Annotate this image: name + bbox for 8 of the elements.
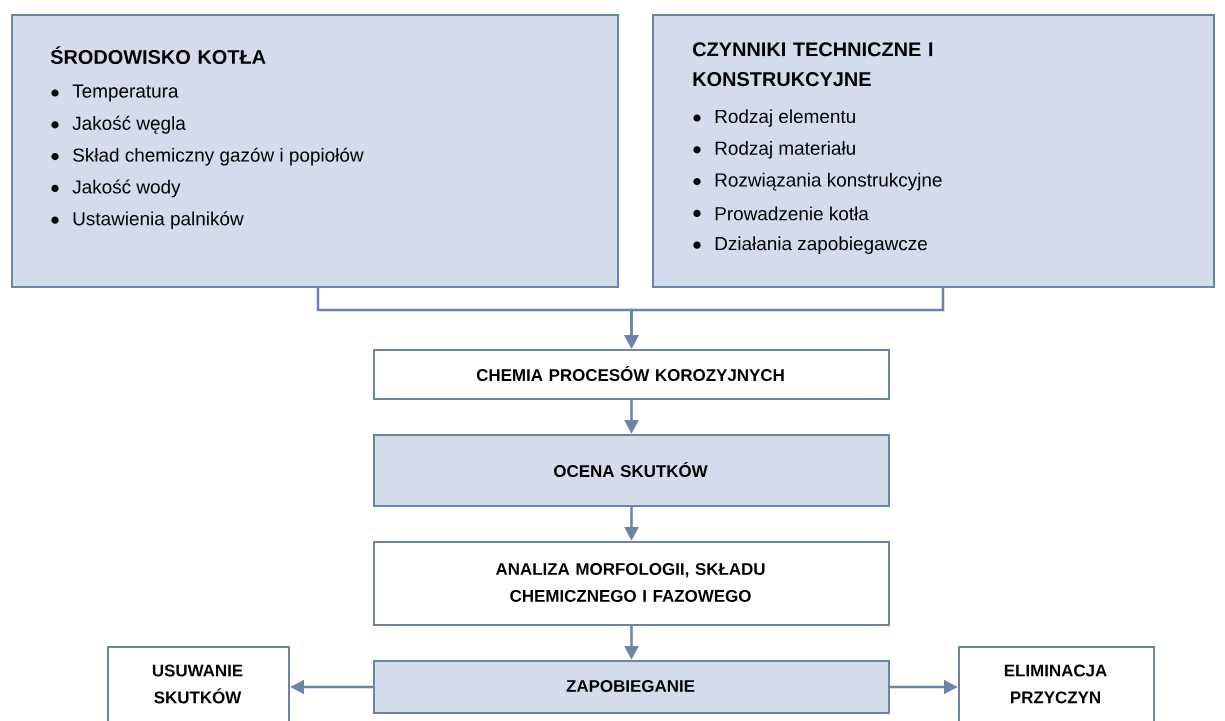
process-box: ANALIZA MORFOLOGII, SKŁADU CHEMICZNEGO I FAZOWEGO <box>373 541 890 626</box>
process-box: OCENA SKUTKÓW <box>373 434 890 507</box>
process-box: CHEMIA PROCESÓW KOROZYJNYCH <box>373 349 890 400</box>
outcome-box: ELIMINACJA PRZYCZYN <box>958 646 1155 721</box>
factor-box: CZYNNIKI TECHNICZNE I KONSTRUKCYJNE Rodzaj elementu Rodzaj materiału Rozwiązania konstrukcyjne Prowadzenie kotła Działania zapobiegawcze <box>652 14 1215 288</box>
factor-box: ŚRODOWISKO KOTŁA Temperatura Jakość węgla Skład chemiczny gazów i popiołów Jakość wody Ustawienia palników <box>11 14 619 288</box>
process-box: ZAPOBIEGANIE <box>373 660 890 714</box>
outcome-box: USUWANIE SKUTKÓW <box>107 646 290 721</box>
